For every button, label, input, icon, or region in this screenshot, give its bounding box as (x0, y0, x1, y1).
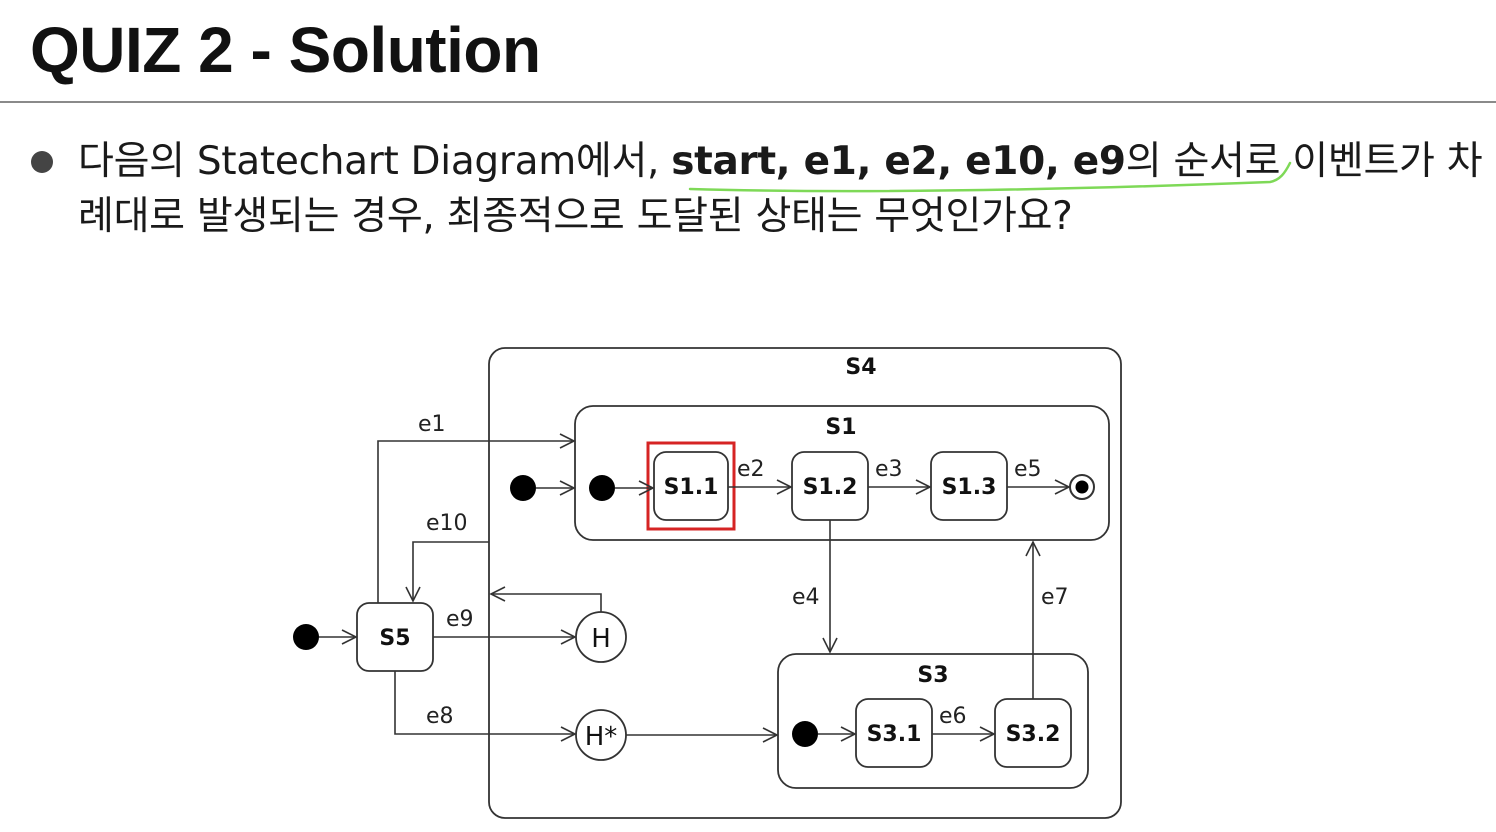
arrowhead-icon (560, 726, 577, 742)
state-s1-1-label: S1.1 (664, 475, 719, 500)
arrowhead-icon (776, 479, 793, 495)
question-text: 다음의 Statechart Diagram에서, start, e1, e2,… (78, 134, 1488, 244)
transition-history-to-s4 (491, 593, 602, 612)
arrowhead-icon (559, 433, 576, 449)
event-e3-label: e3 (875, 457, 903, 482)
event-e1-label: e1 (418, 412, 446, 437)
arrowhead-icon (405, 586, 421, 603)
event-e9-label: e9 (446, 607, 474, 632)
state-s1-2-label: S1.2 (803, 475, 858, 500)
arrowhead-icon (1025, 540, 1041, 557)
arrowhead-icon (559, 480, 576, 496)
question-prefix: 다음의 Statechart Diagram에서, (78, 139, 672, 184)
event-e2-label: e2 (737, 457, 765, 482)
arrowhead-icon (489, 586, 506, 602)
state-s3-2-label: S3.2 (1006, 722, 1061, 747)
event-e4-label: e4 (792, 585, 820, 610)
state-s1-3-label: S1.3 (942, 475, 997, 500)
event-e7-label: e7 (1041, 585, 1069, 610)
arrowhead-icon (762, 727, 779, 743)
arrowhead-icon (840, 726, 857, 742)
initial-icon-s1 (589, 475, 615, 501)
final-state-dot (1075, 480, 1089, 494)
initial-icon-root (293, 624, 319, 650)
initial-icon-s4 (510, 475, 536, 501)
event-e10-label: e10 (426, 511, 468, 536)
bullet-icon (31, 151, 53, 173)
state-s4-label: S4 (845, 355, 876, 380)
shallow-history-label: H (591, 624, 611, 654)
state-s1-label: S1 (825, 415, 856, 440)
annotation-underline (688, 161, 1292, 193)
arrowhead-icon (341, 629, 358, 645)
state-s1-3 (930, 451, 1008, 521)
state-s3-1-label: S3.1 (867, 722, 922, 747)
state-s1-1 (653, 451, 729, 521)
question-suffix: 의 순서로 이벤트가 차례대로 발생되는 경우, 최종적으로 도달된 상태는 무… (78, 139, 1483, 239)
event-e5-label: e5 (1014, 457, 1042, 482)
arrowhead-icon (915, 479, 932, 495)
title-divider (0, 101, 1496, 103)
transition-e1 (377, 440, 573, 603)
deep-history-label: H* (585, 722, 618, 752)
question-event-sequence: start, e1, e2, e10, e9 (671, 139, 1126, 184)
arrowhead-icon (560, 629, 577, 645)
slide-title: QUIZ 2 - Solution (30, 14, 541, 86)
arrowhead-icon (822, 637, 838, 654)
arrowhead-icon (638, 480, 655, 496)
event-e8-label: e8 (426, 704, 454, 729)
event-e6-label: e6 (939, 704, 967, 729)
state-s3-label: S3 (917, 663, 948, 688)
state-s5-label: S5 (379, 626, 410, 651)
initial-icon-s3 (792, 721, 818, 747)
transition-e8 (394, 671, 574, 735)
transition-e10 (412, 541, 489, 601)
arrowhead-icon (979, 726, 996, 742)
state-s3-1 (855, 698, 933, 768)
arrowhead-icon (1054, 479, 1071, 495)
